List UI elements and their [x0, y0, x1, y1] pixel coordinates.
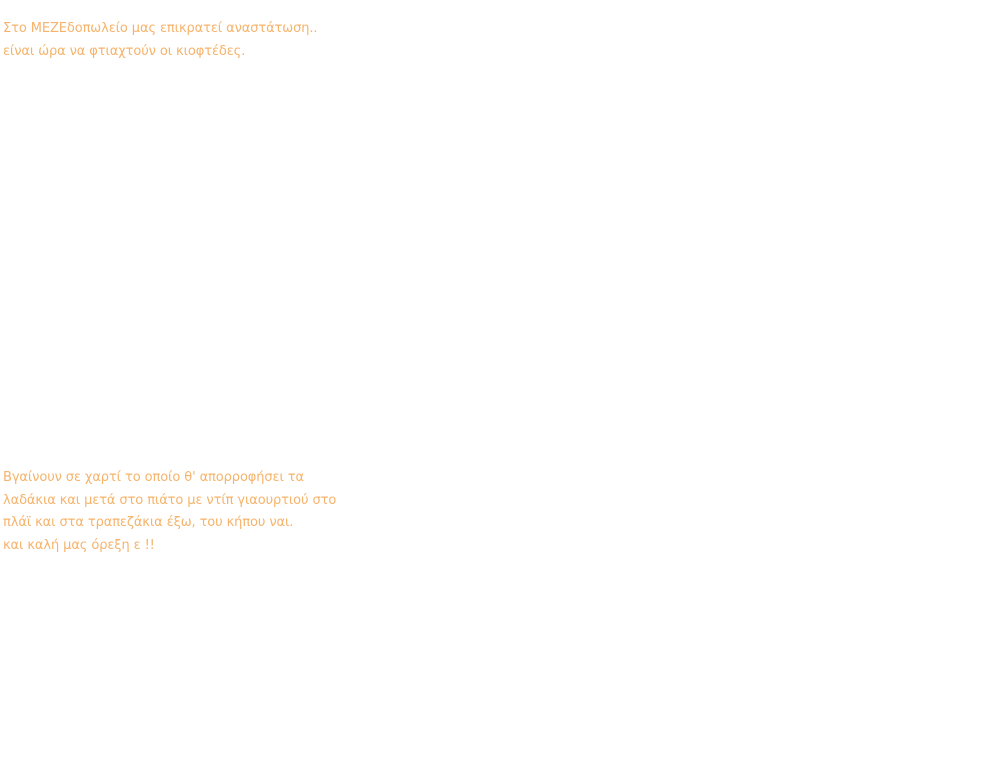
intro-paragraph: Στο ΜΕΖΕδοπωλείο μας επικρατεί αναστάτωσ…: [3, 18, 318, 63]
intro-line-2: είναι ώρα να φτιαχτούν οι κιοφτέδες.: [3, 43, 246, 59]
closing-line-3: πλάϊ και στα τραπεζάκια έξω, του κήπου ν…: [3, 515, 294, 530]
closing-line-4: και καλή μας όρεξη ε !!: [3, 537, 155, 553]
closing-line-1: Βγαίνουν σε χαρτί το οποίο θ' απορροφήσε…: [3, 470, 305, 485]
intro-line-1: Στο ΜΕΖΕδοπωλείο μας επικρατεί αναστάτωσ…: [3, 21, 318, 36]
closing-line-2: λαδάκια και μετά στο πιάτο με ντίπ γιαου…: [3, 492, 337, 508]
closing-paragraph: Βγαίνουν σε χαρτί το οποίο θ' απορροφήσε…: [3, 467, 336, 557]
